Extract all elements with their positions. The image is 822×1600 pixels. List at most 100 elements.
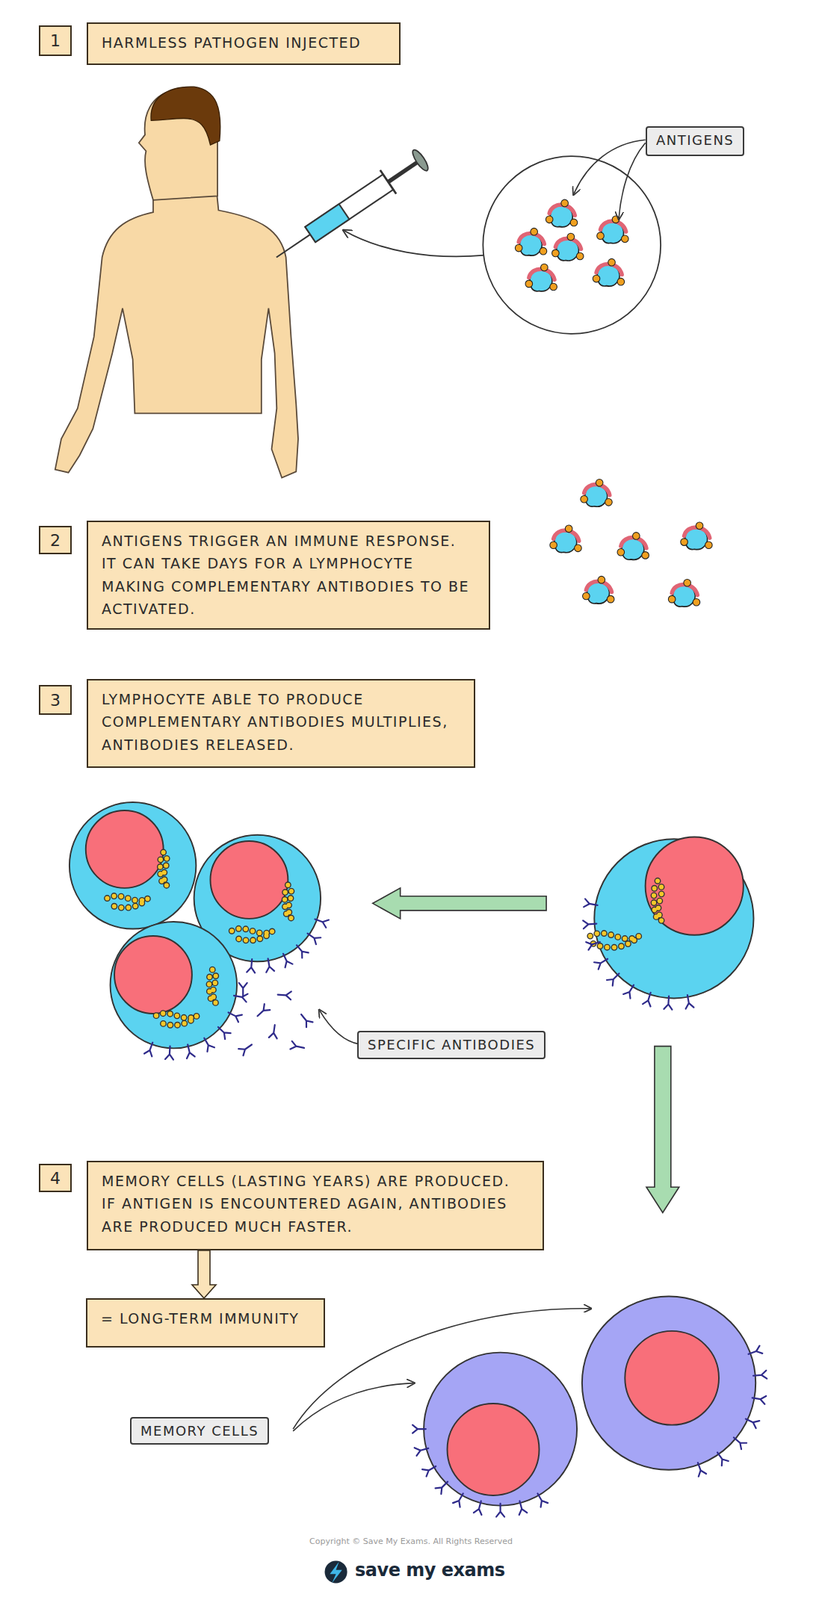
step-box: HARMLESS PATHOGEN INJECTED <box>86 22 401 66</box>
antibody <box>298 1012 314 1029</box>
logo-text: save my exams <box>354 1560 535 1582</box>
nucleus <box>447 1404 540 1497</box>
antibody <box>239 983 248 997</box>
callout-number: 3 <box>38 685 72 716</box>
antibody <box>279 952 293 969</box>
granule <box>106 895 148 908</box>
antibody <box>744 1416 760 1429</box>
node-text: = LONG-TERM IMMUNITY <box>100 1307 311 1331</box>
granule <box>159 852 168 886</box>
callout-number: 1 <box>38 25 72 57</box>
node-text: 3 <box>50 691 61 710</box>
person <box>55 86 299 478</box>
antibody <box>663 996 673 1010</box>
granule <box>156 1014 198 1027</box>
step-box: ANTIGENS TRIGGER AN IMMUNE RESPONSE. IT … <box>86 520 491 630</box>
granule <box>653 881 663 921</box>
granule <box>231 928 273 941</box>
antibody <box>412 1425 426 1435</box>
antibody <box>585 938 601 951</box>
antibody <box>183 1043 196 1059</box>
antibody <box>144 1041 157 1057</box>
node-text: ANTIGENS TRIGGER AN IMMUNE RESPONSE. IT … <box>101 529 476 621</box>
antibody <box>473 1500 485 1516</box>
antibody <box>289 1041 305 1053</box>
antibody <box>269 1024 279 1039</box>
antibody <box>313 915 329 928</box>
cell <box>582 1296 756 1470</box>
antibody <box>594 955 610 970</box>
cell <box>423 1353 577 1507</box>
granule <box>159 852 168 886</box>
granule <box>653 881 663 921</box>
node-text: ANTIGENS <box>656 132 734 148</box>
nucleus <box>85 810 164 889</box>
antibody <box>753 1371 768 1381</box>
step-box: MEMORY CELLS (LASTING YEARS) ARE PRODUCE… <box>86 1161 545 1251</box>
antibody <box>452 1492 467 1508</box>
granule <box>106 895 148 908</box>
antibody <box>606 970 622 986</box>
antibody <box>263 958 275 973</box>
node-text: 2 <box>50 531 61 550</box>
antibody <box>582 919 597 929</box>
antibody <box>422 1463 438 1477</box>
block-arrow <box>192 1250 216 1299</box>
node-text: LYMPHOCYTE ABLE TO PRODUCE COMPLEMENTARY… <box>101 688 461 757</box>
antibody <box>215 1024 231 1040</box>
antibody <box>515 1500 527 1516</box>
granule <box>231 928 273 941</box>
antibody <box>730 1434 747 1450</box>
antibody <box>642 991 655 1007</box>
antibody <box>233 992 248 1003</box>
node-text: 1 <box>50 31 61 51</box>
node-text: MEMORY CELLS (LASTING YEARS) ARE PRODUCE… <box>101 1170 530 1239</box>
granule <box>209 969 217 1003</box>
callout-number: 4 <box>38 1164 72 1193</box>
antibody <box>683 994 695 1009</box>
antibody <box>496 1504 505 1518</box>
cell <box>110 922 237 1049</box>
antibody <box>751 1394 766 1405</box>
cell <box>69 802 196 929</box>
copyright-note: Copyright © Save My Exams. All Rights Re… <box>0 1537 822 1547</box>
antibody <box>254 1004 270 1020</box>
granule <box>156 1014 198 1027</box>
antibody <box>583 898 598 910</box>
syringe <box>268 146 432 270</box>
antibody <box>623 983 638 1000</box>
granule <box>590 933 640 948</box>
antibody <box>304 930 321 945</box>
granule <box>209 969 217 1003</box>
antibody <box>534 1492 548 1508</box>
nucleus <box>645 837 744 936</box>
antibody <box>238 1041 255 1056</box>
nucleus <box>209 841 288 920</box>
antibody <box>226 1009 243 1024</box>
node-text: HARMLESS PATHOGEN INJECTED <box>101 31 386 54</box>
antibody <box>694 1461 707 1477</box>
antibody <box>293 943 309 959</box>
result-box: = LONG-TERM IMMUNITY <box>85 1298 326 1349</box>
granule <box>590 933 640 948</box>
antibody <box>414 1445 430 1457</box>
antibody <box>165 1046 175 1060</box>
nucleus <box>114 936 193 1015</box>
step-box: LYMPHOCYTE ABLE TO PRODUCE COMPLEMENTARY… <box>86 679 476 769</box>
antibody <box>246 959 256 974</box>
antibody <box>435 1479 451 1495</box>
granule <box>284 885 293 919</box>
label-tag: SPECIFIC ANTIBODIES <box>357 1031 546 1060</box>
nucleus <box>624 1331 719 1426</box>
node-text: 4 <box>50 1169 61 1189</box>
node-text: MEMORY CELLS <box>140 1423 259 1440</box>
antibody <box>277 990 291 1000</box>
antibody <box>201 1036 215 1053</box>
antibody <box>747 1346 763 1359</box>
node-text: SPECIFIC ANTIBODIES <box>367 1037 536 1053</box>
granule <box>284 885 293 919</box>
antibody <box>714 1450 729 1467</box>
